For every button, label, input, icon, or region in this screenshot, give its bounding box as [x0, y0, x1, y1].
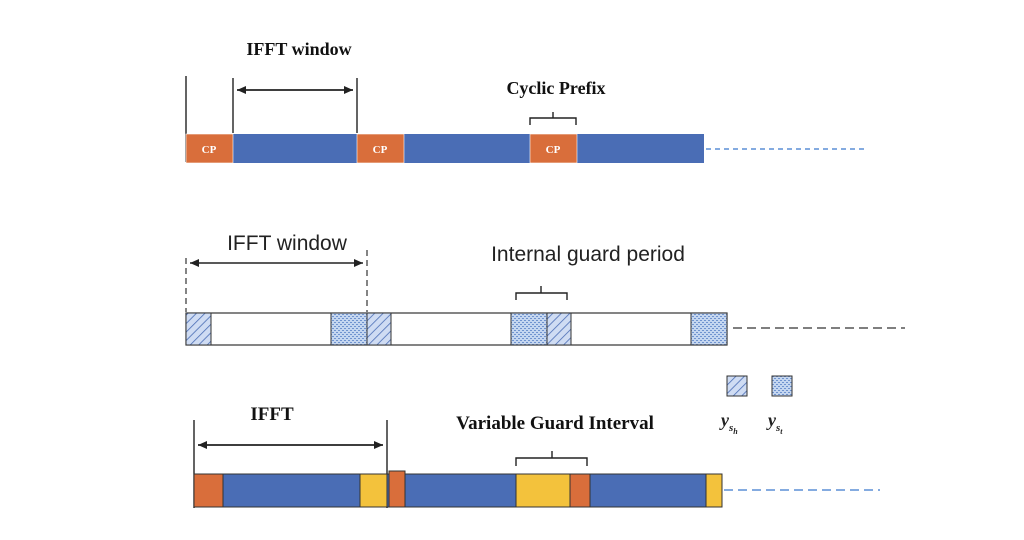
row2-guard-brace	[515, 286, 568, 300]
row1-cp-segment-2	[356, 133, 405, 164]
row3-window-label: IFFT	[250, 404, 294, 425]
row3-guard-yellow	[515, 473, 571, 508]
row3-symbol-bar	[193, 473, 723, 508]
row3-variable-guard: IFFT Variable Guard Interval	[193, 404, 880, 508]
row3-suffix-3	[705, 473, 723, 508]
row2-seg-dots-1	[330, 312, 368, 346]
legend-subscript-2b: t	[780, 427, 783, 436]
row3-prefix-2	[388, 470, 406, 508]
row1-cp-segment-3	[529, 133, 578, 164]
row2-symbol-bar	[185, 312, 728, 346]
row1-cp-brace	[529, 112, 577, 125]
row3-suffix-1	[359, 473, 388, 508]
row2-seg-hatch-2	[366, 312, 392, 346]
legend-hatch-swatch	[726, 375, 748, 397]
legend-dots-swatch	[771, 375, 793, 397]
row1-cp-label: Cyclic Prefix	[506, 78, 605, 98]
legend-subscript-1: s	[728, 422, 733, 434]
row1-ofdm-cp: IFFT window Cyclic Prefix CP CP CP	[185, 39, 868, 164]
legend: ysh yst	[719, 375, 793, 436]
row1-window-label: IFFT window	[246, 39, 351, 59]
row2-window-label: IFFT window	[227, 232, 348, 255]
row2-seg-hatch-3	[546, 312, 572, 346]
row2-internal-guard: IFFT window Internal guard period	[185, 232, 905, 346]
row1-cp-text-2: CP	[373, 144, 388, 156]
legend-subscript-2: s	[775, 422, 780, 434]
row2-seg-dots-2	[510, 312, 548, 346]
row3-prefix-1	[193, 473, 224, 508]
row3-guard-brace	[515, 451, 588, 466]
row1-symbol-bar	[186, 134, 704, 163]
legend-label-2: yst	[766, 410, 783, 436]
row2-guard-label: Internal guard period	[491, 243, 685, 266]
row2-seg-hatch-1	[185, 312, 212, 346]
legend-subscript-1b: h	[733, 427, 738, 436]
legend-label-1: ysh	[719, 410, 738, 436]
row3-guard-orange	[569, 473, 591, 508]
row2-seg-dots-3	[690, 312, 728, 346]
row1-cp-text-1: CP	[202, 144, 217, 156]
row1-cp-text-3: CP	[546, 144, 561, 156]
row1-cp-segment-1	[185, 133, 234, 164]
row3-guard-label: Variable Guard Interval	[456, 413, 654, 434]
